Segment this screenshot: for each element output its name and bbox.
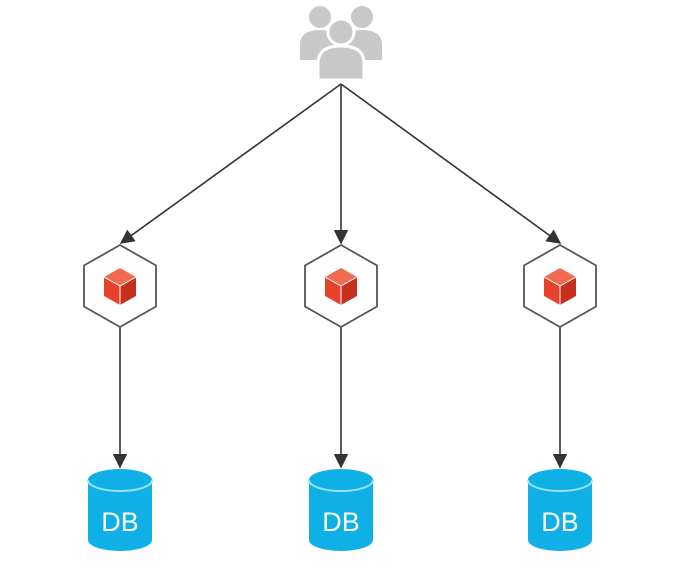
database-label: DB bbox=[101, 507, 139, 537]
database-cylinder-icon bbox=[308, 469, 374, 551]
database-label: DB bbox=[322, 507, 360, 537]
database-label: DB bbox=[541, 507, 579, 537]
service-node-3 bbox=[523, 243, 597, 329]
service-cube-icon bbox=[543, 268, 577, 305]
service-cube-icon bbox=[324, 268, 358, 305]
database-node-2: DB bbox=[308, 469, 374, 551]
arrow-users-to-service-3 bbox=[340, 83, 562, 244]
service-node-2 bbox=[304, 243, 378, 329]
database-cylinder-icon bbox=[527, 469, 593, 551]
service-cube-icon bbox=[103, 268, 137, 305]
service-node-1 bbox=[83, 243, 157, 329]
database-node-3: DB bbox=[527, 469, 593, 551]
database-node-1: DB bbox=[87, 469, 153, 551]
users-group-icon bbox=[300, 6, 382, 82]
database-cylinder-icon bbox=[87, 469, 153, 551]
arrow-users-to-service-1 bbox=[119, 83, 342, 244]
